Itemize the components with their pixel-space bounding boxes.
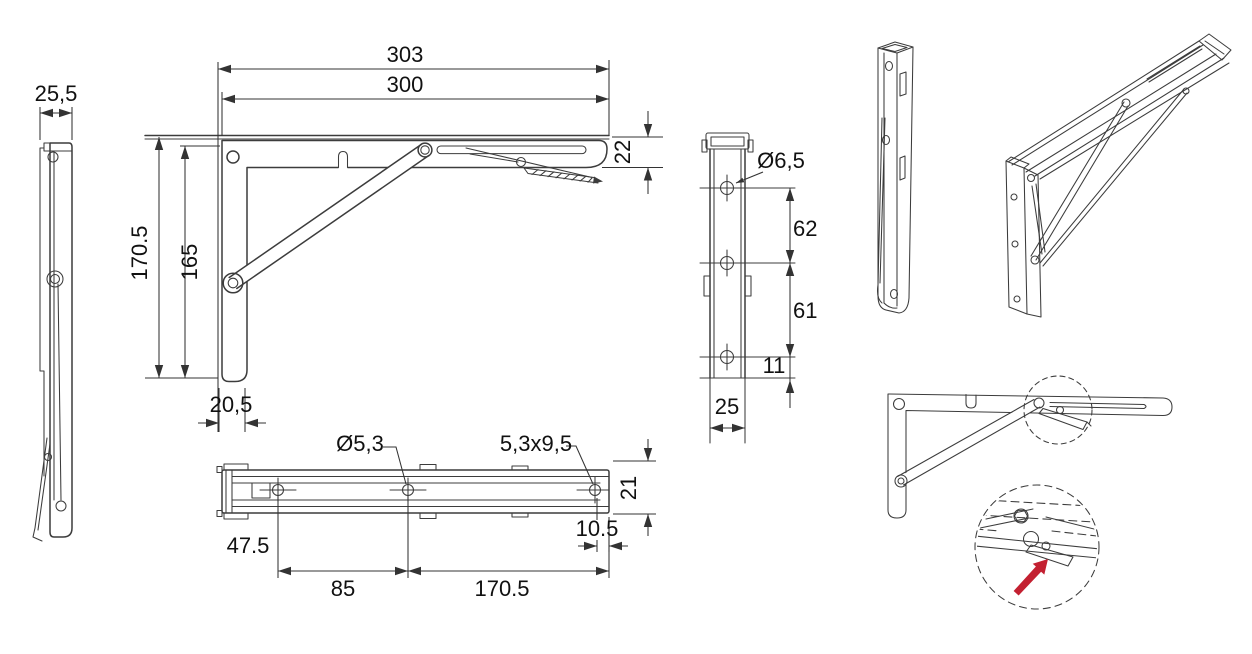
- dim-slot-offset: 10.5: [576, 516, 619, 541]
- dim-overall-length: 303: [387, 42, 424, 67]
- dim-hole-pitch-a: 85: [331, 576, 355, 601]
- dim-slot-size: 5,3x9,5: [500, 431, 572, 456]
- dim-hole-pitch-bottom: 61: [793, 298, 817, 323]
- dim-folded-width: 25,5: [35, 81, 78, 106]
- dim-hole-dia-bottom: Ø5,3: [336, 431, 384, 456]
- mechanism-detail-view: [887, 375, 1173, 610]
- dim-plate-depth: 20,5: [210, 392, 253, 417]
- dim-first-hole-offset: 47.5: [227, 533, 270, 558]
- dim-length: 300: [387, 72, 424, 97]
- dim-overall-height: 170.5: [127, 225, 152, 280]
- dim-plate-width: 25: [715, 394, 739, 419]
- red-arrow: [1013, 559, 1048, 596]
- dim-bottom-offset: 11: [763, 353, 786, 378]
- dim-plate-height: 165: [177, 244, 202, 281]
- mounting-plate-front-view: Ø6,5 62 61 11 25: [699, 132, 817, 444]
- dim-hole-dia-front: Ø6,5: [757, 148, 805, 173]
- dim-bar-width: 21: [616, 476, 641, 500]
- open-side-view: 303 300 170.5 165 22 20,5: [127, 42, 663, 432]
- folded-side-view: 25,5: [32, 81, 78, 542]
- dim-hole-pitch-top: 62: [793, 216, 817, 241]
- iso-folded-view: [876, 41, 914, 314]
- bottom-view: Ø5,3 5,3x9,5 21 47.5 85 170.5 10.5: [216, 431, 656, 601]
- dim-arm-height: 22: [610, 140, 635, 164]
- iso-open-view: [1005, 33, 1232, 318]
- dim-hole-pitch-b: 170.5: [474, 576, 529, 601]
